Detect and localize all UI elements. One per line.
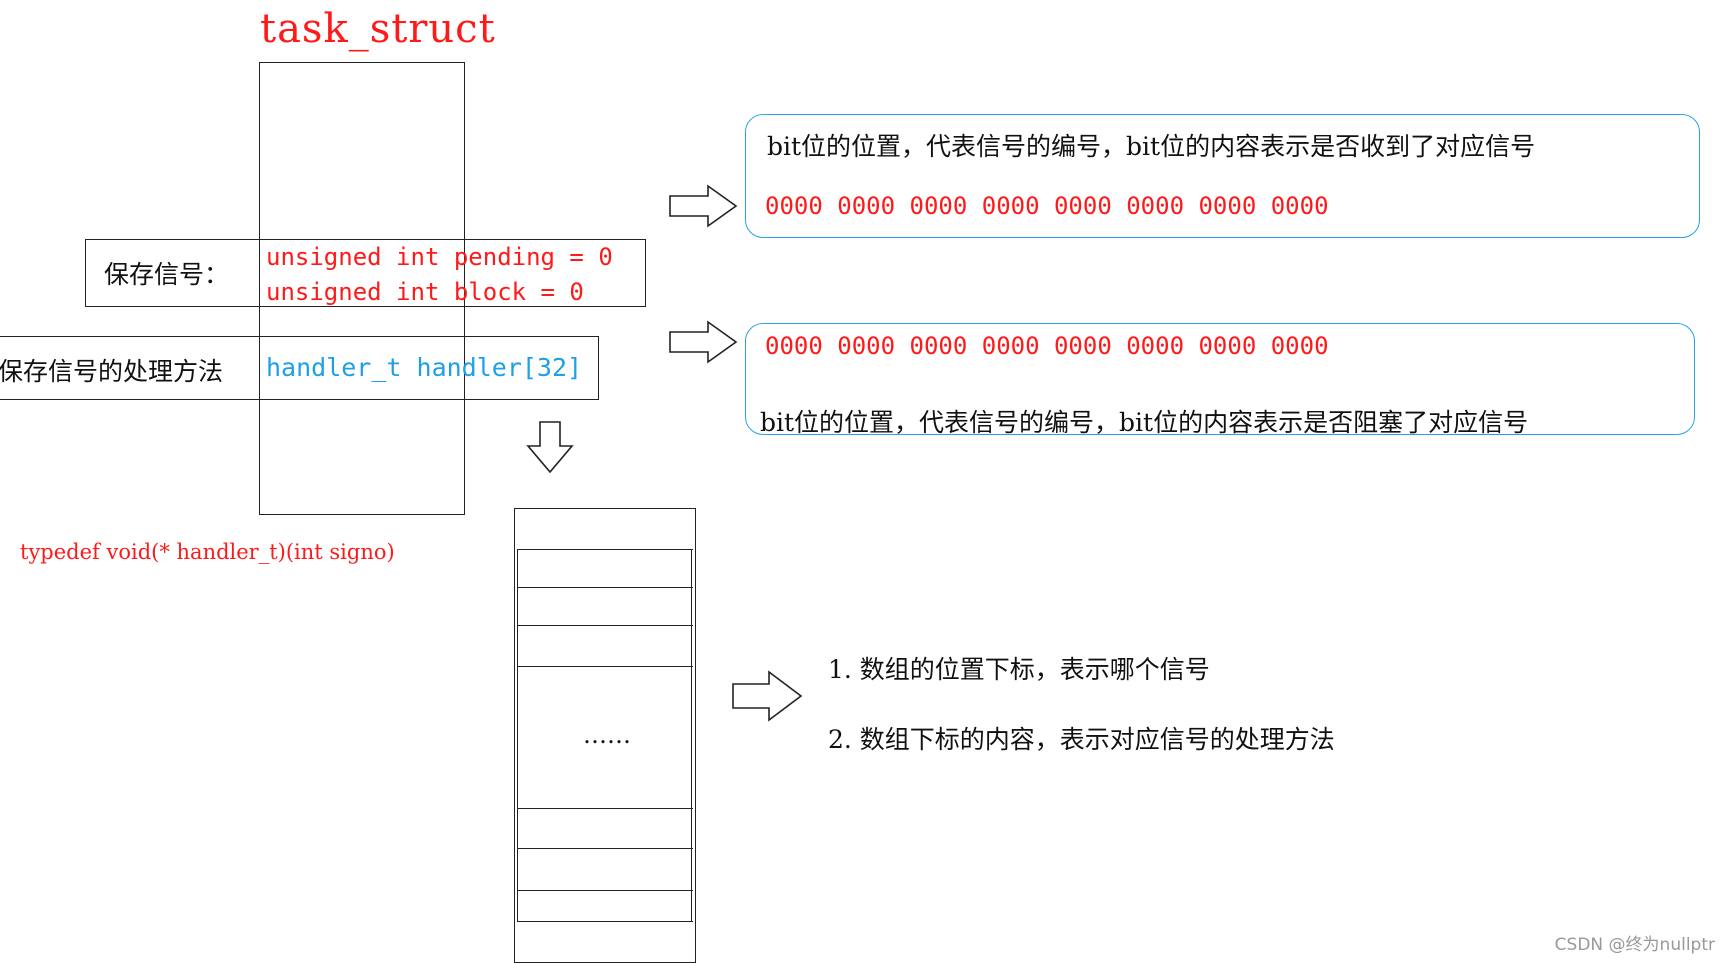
block-bitmap-bits: 0000 0000 0000 0000 0000 0000 0000 0000 [765, 332, 1329, 360]
handler-row-divider [259, 336, 260, 400]
handler-array-box: …… [514, 508, 696, 963]
signal-save-label: 保存信号： [104, 260, 230, 289]
array-ellipsis: …… [583, 721, 631, 749]
right-arrow-icon [669, 320, 738, 364]
csdn-watermark: CSDN @终为nullptr [1554, 935, 1715, 955]
array-inner-right-edge [691, 549, 692, 921]
handler-array-declaration: handler_t handler[32] [266, 353, 583, 382]
handler-row-label: 保存信号的处理方法 [0, 357, 224, 386]
array-cell-divider [517, 549, 693, 550]
block-declaration: unsigned int block = 0 [266, 278, 584, 306]
signal-save-row [85, 239, 646, 307]
handler-row [0, 336, 599, 400]
task-struct-title: task_struct [260, 6, 496, 52]
array-inner-left-edge [517, 549, 518, 921]
array-note-content: 2. 数组下标的内容，表示对应信号的处理方法 [828, 725, 1335, 754]
signal-save-divider [259, 239, 260, 307]
array-cell-divider [517, 921, 693, 922]
pending-bitmap-bits: 0000 0000 0000 0000 0000 0000 0000 0000 [765, 192, 1329, 220]
array-cell-divider [517, 587, 693, 588]
array-cell-divider [517, 848, 693, 849]
array-cell-divider [517, 625, 693, 626]
right-arrow-icon [732, 670, 803, 722]
array-cell-divider [517, 890, 693, 891]
array-cell-divider [517, 666, 693, 667]
pending-bitmap-description: bit位的位置，代表信号的编号，bit位的内容表示是否收到了对应信号 [767, 132, 1536, 161]
pending-bitmap-box [745, 114, 1700, 238]
block-bitmap-description: bit位的位置，代表信号的编号，bit位的内容表示是否阻塞了对应信号 [760, 408, 1529, 437]
right-arrow-icon [669, 184, 738, 228]
array-cell-divider [517, 808, 693, 809]
block-bitmap-box [745, 323, 1695, 435]
down-arrow-icon [526, 421, 574, 474]
handler-typedef: typedef void(* handler_t)(int signo) [20, 540, 395, 564]
array-note-index: 1. 数组的位置下标，表示哪个信号 [828, 655, 1210, 684]
pending-declaration: unsigned int pending = 0 [266, 243, 613, 271]
